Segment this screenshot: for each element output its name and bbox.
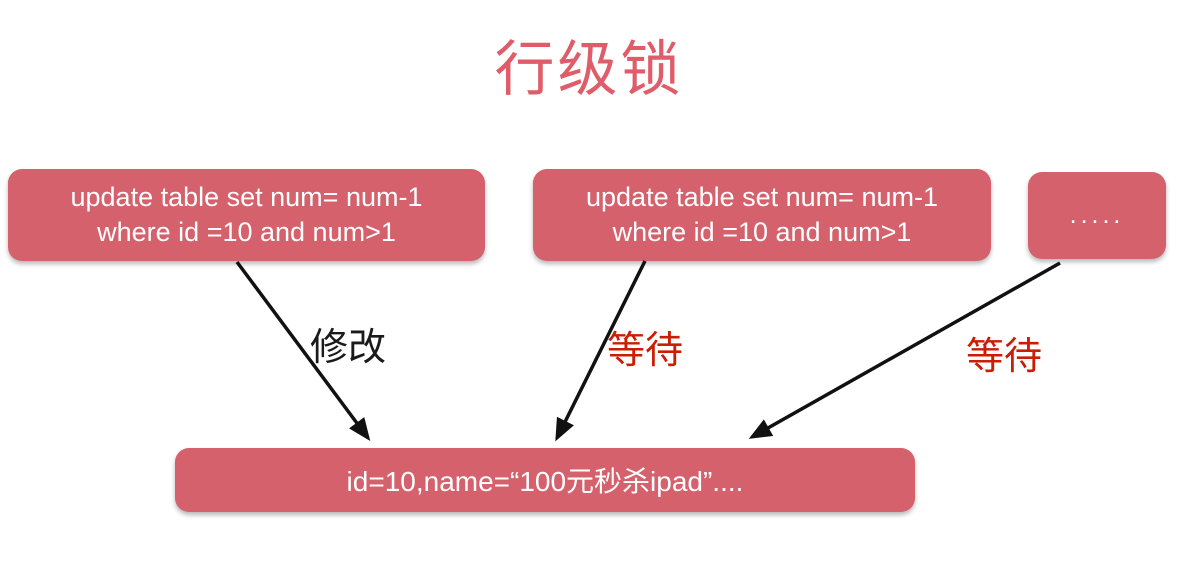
more-transactions-dots: ..... bbox=[1069, 201, 1125, 229]
transaction-2-sql-line1: update table set num= num-1 bbox=[586, 182, 938, 212]
row-record-label: id=10,name=“100元秒杀ipad”.... bbox=[346, 466, 744, 497]
slide-title: 行级锁 bbox=[494, 36, 684, 103]
arrow-label-modify: 修改 bbox=[310, 327, 387, 369]
transaction-1-sql-line1: update table set num= num-1 bbox=[70, 182, 423, 212]
row-record-box: id=10,name=“100元秒杀ipad”.... bbox=[175, 448, 915, 512]
transaction-1-sql-line2: where id =10 and num>1 bbox=[97, 217, 396, 247]
arrow-label-wait-2: 等待 bbox=[966, 336, 1043, 378]
transaction-2-sql-line2: where id =10 and num>1 bbox=[612, 217, 912, 247]
transaction-2-box: update table set num= num-1 where id =10… bbox=[533, 169, 991, 261]
transaction-1-box: update table set num= num-1 where id =10… bbox=[8, 169, 485, 261]
more-transactions-box: ..... bbox=[1028, 172, 1166, 259]
arrow-label-wait-1: 等待 bbox=[607, 330, 684, 372]
